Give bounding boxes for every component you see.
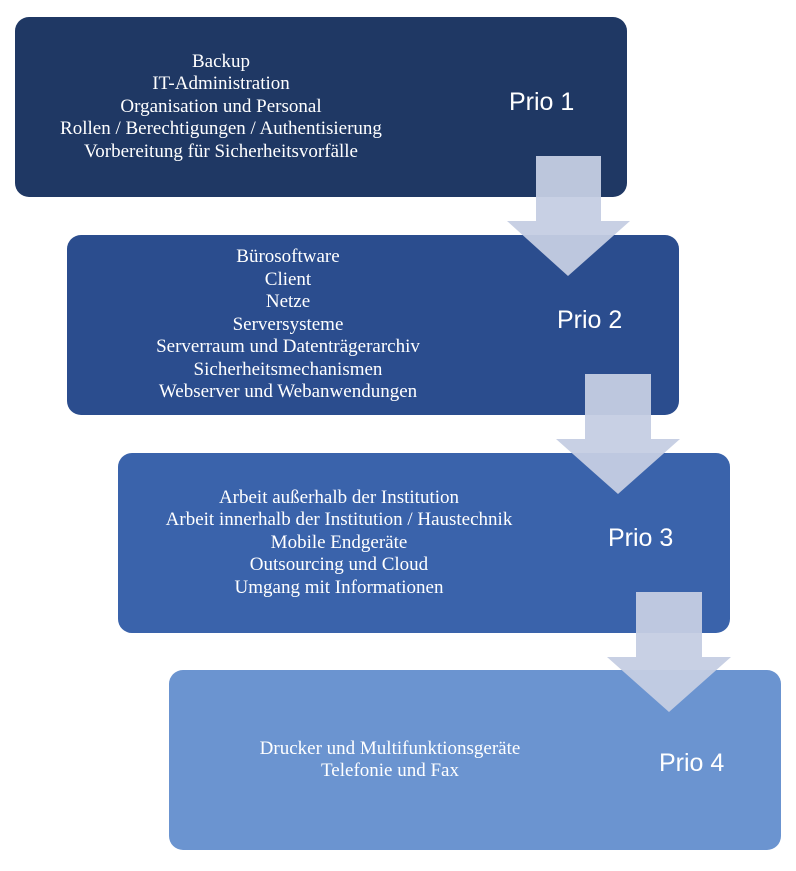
prio-3-item: Arbeit außerhalb der Institution bbox=[218, 486, 460, 508]
prio-2-item: Serversysteme bbox=[232, 313, 344, 335]
prio-1-box: Backup IT-Administration Organisation un… bbox=[15, 17, 627, 197]
prio-2-item: Webserver und Webanwendungen bbox=[158, 381, 418, 403]
prio-2-item: Netze bbox=[265, 291, 311, 313]
prio-3-label: Prio 3 bbox=[608, 524, 674, 552]
prio-2-item: Serverraum und Datenträgerarchiv bbox=[156, 336, 420, 358]
prio-3-item: Mobile Endgeräte bbox=[270, 531, 408, 553]
prio-2-label: Prio 2 bbox=[557, 306, 623, 334]
prio-3-item: Arbeit innerhalb der Institution / Haust… bbox=[165, 509, 513, 531]
prio-1-items: Backup IT-Administration Organisation un… bbox=[15, 17, 427, 197]
prio-3-box: Arbeit außerhalb der Institution Arbeit … bbox=[118, 453, 730, 633]
prio-1-item: Rollen / Berechtigungen / Authentisierun… bbox=[60, 118, 382, 140]
prio-3-items: Arbeit außerhalb der Institution Arbeit … bbox=[118, 453, 560, 633]
prio-3-item: Umgang mit Informationen bbox=[234, 576, 444, 598]
prio-4-label: Prio 4 bbox=[659, 749, 725, 777]
prio-2-box: Bürosoftware Client Netze Serversysteme … bbox=[67, 235, 679, 415]
prio-2-item: Bürosoftware bbox=[236, 246, 340, 268]
prio-1-item: IT-Administration bbox=[152, 73, 290, 95]
prio-4-box: Drucker und Multifunktionsgeräte Telefon… bbox=[169, 670, 781, 850]
prio-4-item: Drucker und Multifunktionsgeräte bbox=[259, 737, 521, 759]
prio-1-label: Prio 1 bbox=[509, 88, 575, 116]
prio-1-item: Backup bbox=[191, 50, 251, 72]
prio-4-item: Telefonie und Fax bbox=[321, 760, 459, 781]
prio-2-item: Sicherheitsmechanismen bbox=[193, 358, 383, 380]
prio-2-items: Bürosoftware Client Netze Serversysteme … bbox=[67, 235, 509, 415]
prio-2-item: Client bbox=[264, 268, 312, 290]
prio-1-item: Vorbereitung für Sicherheitsvorfälle bbox=[83, 140, 358, 162]
prio-4-items: Drucker und Multifunktionsgeräte Telefon… bbox=[169, 670, 611, 850]
prio-3-item: Outsourcing und Cloud bbox=[249, 554, 429, 576]
prio-1-item: Organisation und Personal bbox=[120, 95, 322, 117]
